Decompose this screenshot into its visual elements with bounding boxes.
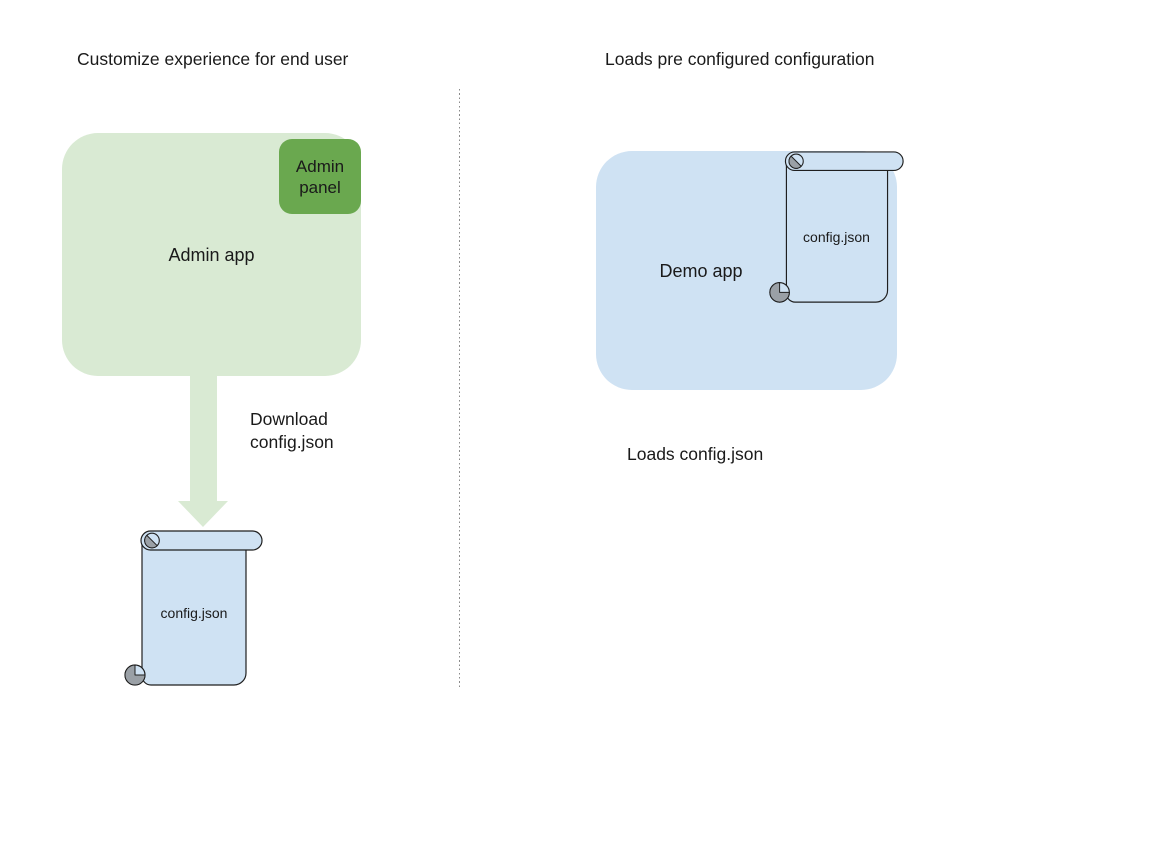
loads-caption: Loads config.json xyxy=(627,444,764,464)
admin-panel-label: Admin panel xyxy=(295,156,345,197)
config-json-label-left: config.json xyxy=(160,605,228,621)
download-caption-line1: Download xyxy=(250,409,328,429)
download-arrow-shape xyxy=(178,374,228,527)
admin-app-label: Admin app xyxy=(168,245,255,265)
demo-app-label: Demo app xyxy=(659,261,743,281)
config-json-label-right: config.json xyxy=(803,229,870,245)
right-section-title: Loads pre configured configuration xyxy=(605,49,875,69)
admin-panel-box: Admin panel xyxy=(279,139,361,214)
left-section-title: Customize experience for end user xyxy=(77,49,349,69)
download-caption: Download config.json xyxy=(250,408,334,453)
section-divider xyxy=(459,89,461,687)
download-caption-line2: config.json xyxy=(250,431,334,452)
download-arrow xyxy=(178,374,228,527)
config-file-scroll-right xyxy=(769,151,904,303)
